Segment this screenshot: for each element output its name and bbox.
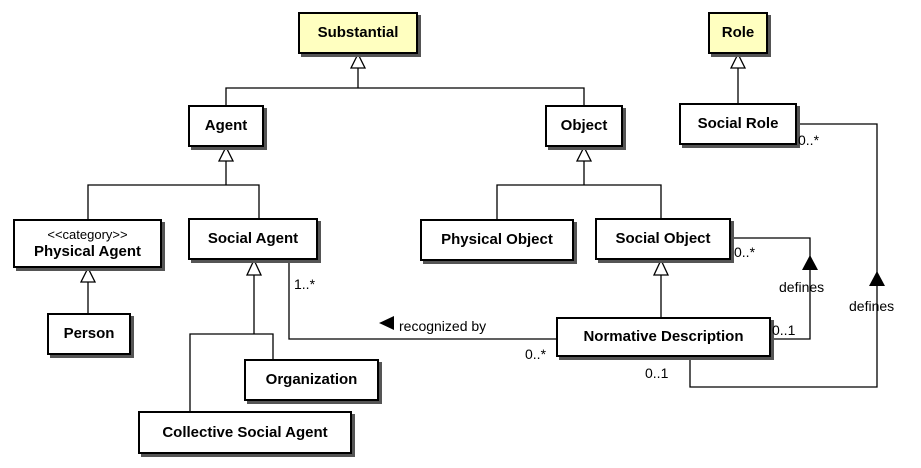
label-defines-social-object: defines <box>779 279 825 295</box>
generalization-arrowhead-social-object <box>652 258 670 276</box>
class-normative-description: Normative Description <box>556 317 771 357</box>
generalization-objects-object <box>496 184 662 219</box>
class-social-object: Social Object <box>595 218 731 260</box>
association-defines-social-object <box>732 237 811 340</box>
class-normative-description-name: Normative Description <box>583 328 744 345</box>
association-defines-social-role <box>689 123 878 388</box>
label-recognized-by: recognized by <box>399 318 487 334</box>
generalization-arrowhead-substantial <box>349 52 367 69</box>
multiplicity-social-object: 0..* <box>734 244 756 260</box>
multiplicity-normative-defines-role: 0..1 <box>645 365 669 381</box>
generalization-agent-substantial <box>225 87 585 105</box>
class-organization: Organization <box>244 359 379 401</box>
class-person-name: Person <box>63 325 115 342</box>
class-substantial: Substantial <box>298 12 418 54</box>
class-organization-name: Organization <box>265 371 358 388</box>
multiplicity-social-role: 0..* <box>798 132 820 148</box>
multiplicity-social-agent: 1..* <box>294 276 316 292</box>
class-social-agent-name: Social Agent <box>207 230 299 247</box>
class-role: Role <box>708 12 768 54</box>
generalization-arrowhead-agent <box>217 145 235 162</box>
association-recognized-by <box>288 258 556 340</box>
direction-arrow-defines-social-object <box>802 255 818 270</box>
class-collective-social-agent: Collective Social Agent <box>138 411 352 454</box>
class-physical-object: Physical Object <box>420 219 574 261</box>
generalization-arrowhead-physical-agent <box>79 266 97 283</box>
class-substantial-name: Substantial <box>317 24 399 41</box>
direction-arrow-defines-social-role <box>869 271 885 286</box>
label-defines-social-role: defines <box>849 298 895 314</box>
class-collective-social-agent-name: Collective Social Agent <box>162 423 328 441</box>
generalization-arrowhead-role <box>729 52 747 69</box>
generalization-agents-agent <box>87 184 260 219</box>
generalization-collective-socialagent <box>189 333 274 413</box>
class-agent: Agent <box>188 105 264 147</box>
direction-arrow-recognized-by <box>379 316 394 330</box>
class-physical-agent-name: Physical Agent <box>34 242 141 260</box>
class-social-agent: Social Agent <box>188 218 318 260</box>
class-physical-object-name: Physical Object <box>441 231 553 248</box>
multiplicity-normative-defines-object: 0..1 <box>772 322 796 338</box>
class-role-name: Role <box>721 24 755 41</box>
class-physical-agent-stereotype: <<category>> <box>47 226 128 242</box>
class-social-object-name: Social Object <box>615 230 711 247</box>
class-physical-agent: <<category>> Physical Agent <box>13 219 162 268</box>
generalization-arrowhead-object <box>575 145 593 162</box>
class-person: Person <box>47 313 131 355</box>
generalization-arrowhead-social-agent <box>245 258 263 276</box>
class-social-role: Social Role <box>679 103 797 145</box>
class-social-role-name: Social Role <box>697 115 779 132</box>
multiplicity-normative-recognized: 0..* <box>525 346 547 362</box>
class-object: Object <box>545 105 623 147</box>
class-agent-name: Agent <box>204 117 248 134</box>
class-object-name: Object <box>560 117 608 134</box>
